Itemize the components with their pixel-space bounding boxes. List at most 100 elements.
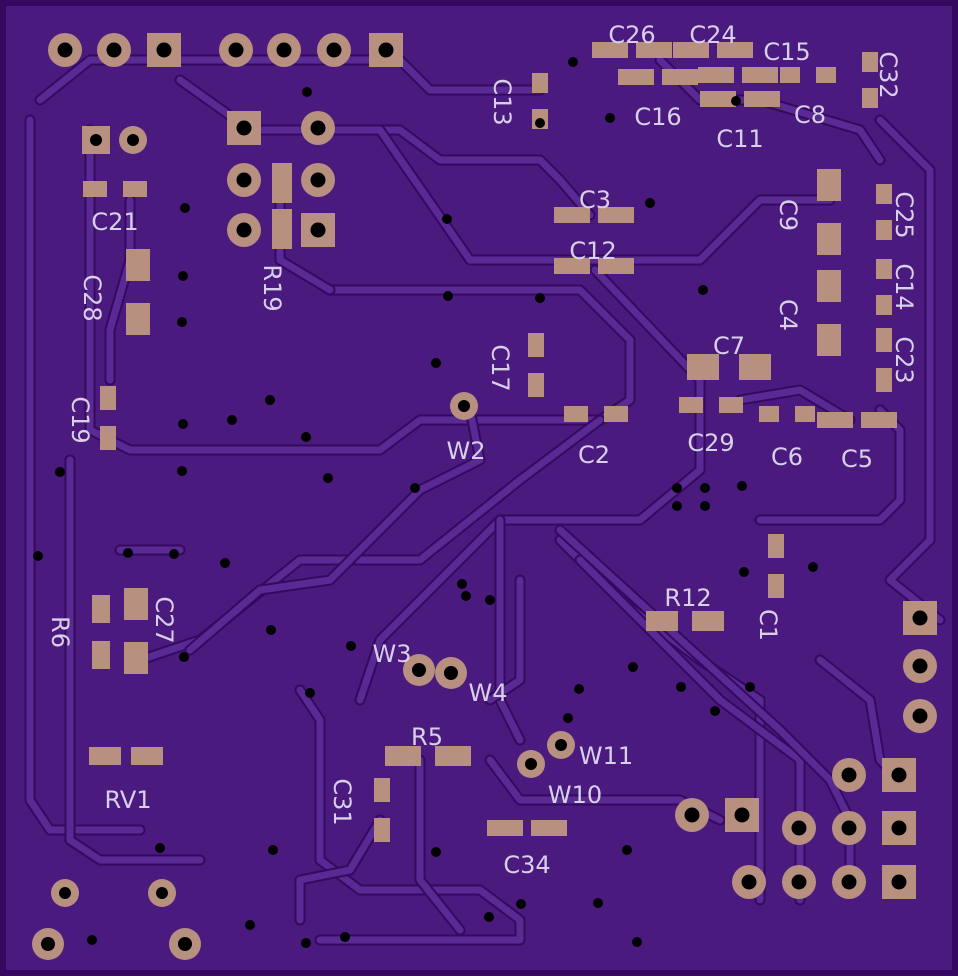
designator-r6: R6 bbox=[46, 616, 74, 648]
designator-c13: C13 bbox=[488, 78, 516, 125]
smd-pad bbox=[692, 611, 724, 631]
smd-pad bbox=[816, 67, 836, 83]
copper-trace bbox=[736, 386, 854, 424]
via bbox=[179, 652, 189, 662]
drill-hole bbox=[791, 874, 807, 890]
drill-hole bbox=[555, 739, 567, 751]
via bbox=[265, 395, 275, 405]
drill-hole bbox=[178, 937, 192, 951]
designator-r12: R12 bbox=[664, 584, 711, 612]
designator-c27: C27 bbox=[150, 596, 178, 643]
smd-pad bbox=[528, 333, 544, 357]
drill-hole bbox=[156, 887, 168, 899]
drill-hole bbox=[841, 820, 857, 836]
drill-hole bbox=[891, 874, 907, 890]
smd-pad bbox=[126, 303, 150, 335]
via bbox=[323, 473, 333, 483]
smd-pad bbox=[876, 295, 892, 315]
smd-pad bbox=[817, 270, 841, 302]
smd-pad bbox=[876, 220, 892, 240]
smd-pad bbox=[876, 368, 892, 392]
via bbox=[485, 595, 495, 605]
smd-pad bbox=[861, 412, 897, 428]
drill-hole bbox=[127, 134, 139, 146]
designator-c28: C28 bbox=[78, 274, 106, 321]
via bbox=[710, 706, 720, 716]
drill-hole bbox=[891, 820, 907, 836]
via bbox=[605, 113, 615, 123]
copper-trace bbox=[296, 816, 384, 924]
drill-hole bbox=[228, 42, 244, 58]
via bbox=[245, 920, 255, 930]
drill-hole bbox=[106, 42, 122, 58]
smd-pad bbox=[768, 574, 784, 598]
designator-c34: C34 bbox=[503, 851, 550, 879]
copper-trace bbox=[416, 756, 464, 934]
smd-pad bbox=[817, 169, 841, 201]
smd-pad bbox=[795, 406, 815, 422]
copper-trace bbox=[186, 406, 484, 654]
via bbox=[220, 558, 230, 568]
via bbox=[739, 567, 749, 577]
smd-pad bbox=[876, 328, 892, 352]
via bbox=[568, 57, 578, 67]
drill-hole bbox=[156, 42, 172, 58]
smd-pad bbox=[717, 42, 753, 58]
smd-pad bbox=[272, 209, 292, 249]
smd-pad bbox=[131, 747, 163, 765]
drill-hole bbox=[310, 172, 326, 188]
designator-c12: C12 bbox=[569, 237, 616, 265]
drill-hole bbox=[41, 937, 55, 951]
via bbox=[443, 291, 453, 301]
smd-pad bbox=[272, 163, 292, 203]
drill-hole bbox=[912, 610, 928, 626]
smd-pad bbox=[435, 746, 471, 766]
copper-trace bbox=[876, 116, 944, 624]
drill-hole bbox=[276, 42, 292, 58]
designator-c23: C23 bbox=[890, 336, 918, 383]
via bbox=[431, 358, 441, 368]
designator-c24: C24 bbox=[689, 21, 736, 49]
drill-hole bbox=[791, 820, 807, 836]
smd-pad bbox=[123, 181, 147, 197]
via bbox=[563, 713, 573, 723]
via bbox=[180, 203, 190, 213]
via bbox=[731, 96, 741, 106]
via bbox=[516, 899, 526, 909]
smd-pad bbox=[744, 91, 780, 107]
designator-c2: C2 bbox=[578, 441, 610, 469]
via bbox=[266, 625, 276, 635]
designator-c14: C14 bbox=[890, 263, 918, 310]
smd-pad bbox=[876, 259, 892, 279]
drill-hole bbox=[310, 120, 326, 136]
designator-w4: W4 bbox=[469, 679, 508, 707]
drill-hole bbox=[59, 887, 71, 899]
smd-pad bbox=[662, 69, 698, 85]
via bbox=[700, 501, 710, 511]
designator-r5: R5 bbox=[411, 723, 443, 751]
drill-hole bbox=[741, 874, 757, 890]
smd-pad bbox=[698, 67, 734, 83]
via bbox=[177, 466, 187, 476]
designator-c17: C17 bbox=[486, 344, 514, 391]
drill-hole bbox=[236, 120, 252, 136]
via bbox=[535, 118, 545, 128]
drill-hole bbox=[310, 222, 326, 238]
smd-pad bbox=[780, 67, 800, 83]
designator-c15: C15 bbox=[763, 38, 810, 66]
designator-c32: C32 bbox=[874, 51, 902, 98]
via bbox=[55, 467, 65, 477]
smd-pad bbox=[817, 412, 853, 428]
smd-pad bbox=[385, 746, 421, 766]
drill-hole bbox=[57, 42, 73, 58]
designator-c5: C5 bbox=[841, 445, 873, 473]
drill-hole bbox=[326, 42, 342, 58]
via bbox=[574, 684, 584, 694]
smd-pad bbox=[876, 184, 892, 204]
smd-pad bbox=[554, 207, 590, 223]
designator-c9: C9 bbox=[774, 199, 802, 231]
smd-pad bbox=[646, 611, 678, 631]
smd-pad bbox=[83, 181, 107, 197]
smd-pad bbox=[554, 258, 590, 274]
